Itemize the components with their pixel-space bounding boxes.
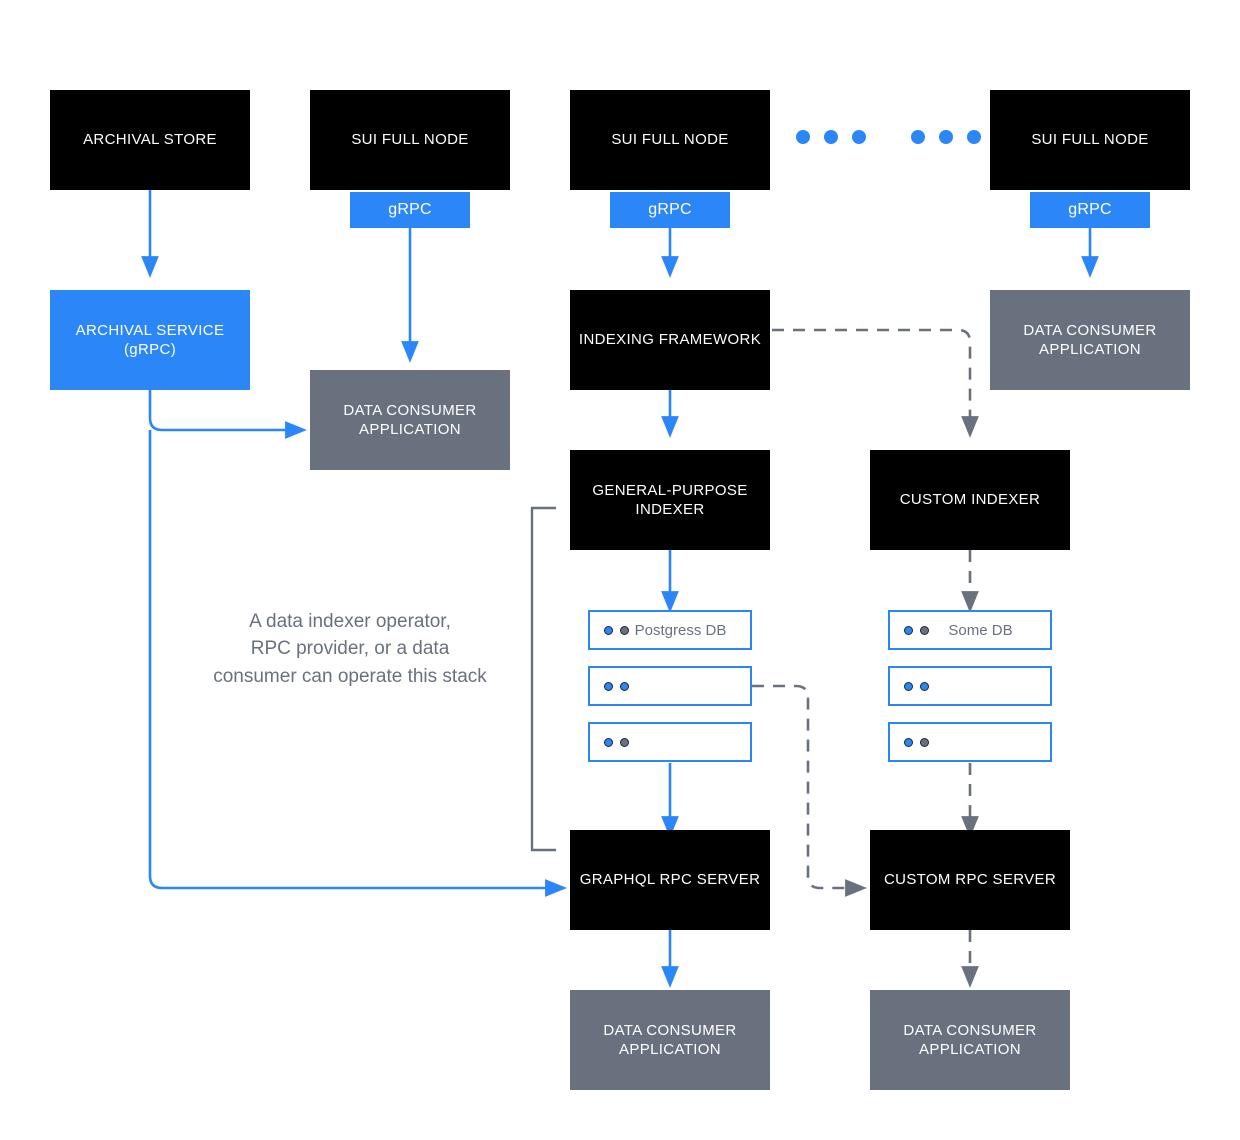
node-sui-full-node-2[interactable]: SUI FULL NODE [570, 90, 770, 190]
status-dot-gray-icon [920, 625, 929, 635]
ellipsis-dot [911, 130, 925, 144]
status-dot-blue-icon [604, 737, 613, 747]
db-status-dots [904, 625, 929, 635]
badge-grpc-3-label: gRPC [1068, 201, 1112, 218]
db-status-dots [904, 681, 929, 691]
node-general-purpose-indexer-label: GENERAL-PURPOSE INDEXER [592, 481, 748, 518]
ellipsis-dot [824, 130, 838, 144]
node-sui-full-node-3[interactable]: SUI FULL NODE [990, 90, 1190, 190]
node-sui-full-node-1-label: SUI FULL NODE [351, 131, 469, 149]
node-archival-service-label: ARCHIVAL SERVICE (gRPC) [75, 321, 225, 358]
node-graphql-rpc-server-label: GRAPHQL RPC SERVER [579, 871, 761, 889]
status-dot-gray-icon [620, 625, 629, 635]
status-dot-blue-icon [620, 681, 629, 691]
db-status-dots [604, 737, 629, 747]
node-custom-indexer-label: CUSTOM INDEXER [899, 491, 1041, 509]
status-dot-blue-icon [604, 681, 613, 691]
ellipsis-dot [967, 130, 981, 144]
node-data-consumer-right-label: DATA CONSUMER APPLICATION [1023, 321, 1157, 358]
db-status-dots [604, 625, 629, 635]
node-sui-full-node-1[interactable]: SUI FULL NODE [310, 90, 510, 190]
node-data-consumer-left[interactable]: DATA CONSUMER APPLICATION [310, 370, 510, 470]
node-data-consumer-right[interactable]: DATA CONSUMER APPLICATION [990, 290, 1190, 390]
node-indexing-framework-label: INDEXING FRAMEWORK [578, 331, 762, 349]
db-row-label: Postgress DB [634, 621, 727, 639]
ellipsis-group-1 [796, 130, 866, 144]
node-data-consumer-custom-label: DATA CONSUMER APPLICATION [903, 1021, 1037, 1058]
status-dot-blue-icon [904, 625, 913, 635]
ellipsis-dot [939, 130, 953, 144]
status-dot-blue-icon [904, 737, 913, 747]
db-row[interactable]: Postgress DB [588, 610, 752, 650]
db-row-label: Some DB [948, 621, 1013, 639]
db-row[interactable] [888, 666, 1052, 706]
operator-scope-bracket [530, 506, 556, 852]
node-data-consumer-left-label: DATA CONSUMER APPLICATION [343, 401, 477, 438]
db-row[interactable] [588, 722, 752, 762]
badge-grpc-2[interactable]: gRPC [610, 192, 730, 228]
badge-grpc-1-label: gRPC [388, 201, 432, 218]
node-archival-service[interactable]: ARCHIVAL SERVICE (gRPC) [50, 290, 250, 390]
edge-archival-service-to-consumer-left [148, 390, 307, 439]
node-archival-store-label: ARCHIVAL STORE [83, 131, 217, 149]
node-data-consumer-graphql[interactable]: DATA CONSUMER APPLICATION [570, 990, 770, 1090]
node-general-purpose-indexer[interactable]: GENERAL-PURPOSE INDEXER [570, 450, 770, 550]
ellipsis-group-2 [911, 130, 981, 144]
status-dot-blue-icon [904, 681, 913, 691]
badge-grpc-2-label: gRPC [648, 201, 692, 218]
operator-scope-annotation: A data indexer operator, RPC provider, o… [180, 580, 520, 690]
node-archival-store[interactable]: ARCHIVAL STORE [50, 90, 250, 190]
node-sui-full-node-2-label: SUI FULL NODE [611, 131, 729, 149]
status-dot-blue-icon [604, 625, 613, 635]
node-sui-full-node-3-label: SUI FULL NODE [1031, 131, 1149, 149]
node-custom-rpc-server[interactable]: CUSTOM RPC SERVER [870, 830, 1070, 930]
ellipsis-dot [796, 130, 810, 144]
status-dot-gray-icon [620, 737, 629, 747]
status-dot-gray-icon [920, 737, 929, 747]
edge-indexing-framework-to-custom-indexer [772, 328, 979, 438]
node-data-consumer-custom[interactable]: DATA CONSUMER APPLICATION [870, 990, 1070, 1090]
node-graphql-rpc-server[interactable]: GRAPHQL RPC SERVER [570, 830, 770, 930]
node-custom-rpc-server-label: CUSTOM RPC SERVER [883, 871, 1057, 889]
status-dot-blue-icon [920, 681, 929, 691]
db-row[interactable] [888, 722, 1052, 762]
node-custom-indexer[interactable]: CUSTOM INDEXER [870, 450, 1070, 550]
db-row[interactable]: Some DB [888, 610, 1052, 650]
badge-grpc-1[interactable]: gRPC [350, 192, 470, 228]
operator-scope-annotation-text: A data indexer operator, RPC provider, o… [213, 610, 487, 687]
badge-grpc-3[interactable]: gRPC [1030, 192, 1150, 228]
db-status-dots [904, 737, 929, 747]
ellipsis-dot [852, 130, 866, 144]
node-indexing-framework[interactable]: INDEXING FRAMEWORK [570, 290, 770, 390]
db-row[interactable] [588, 666, 752, 706]
node-data-consumer-graphql-label: DATA CONSUMER APPLICATION [603, 1021, 737, 1058]
db-status-dots [604, 681, 629, 691]
